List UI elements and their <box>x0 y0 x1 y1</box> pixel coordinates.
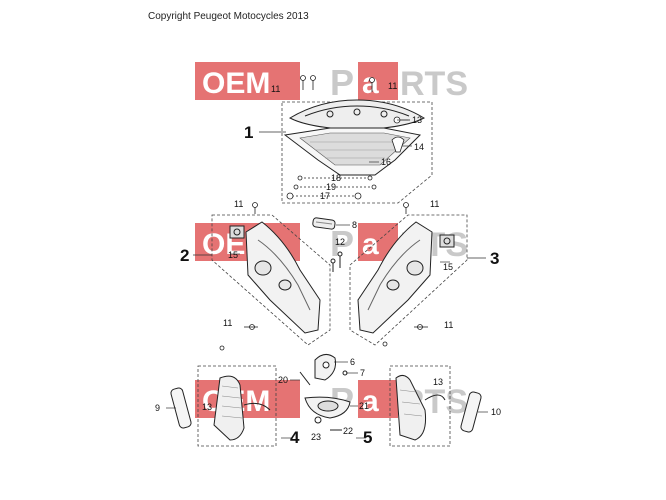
group-2-outline <box>211 214 331 346</box>
group-label-1: 1 <box>244 123 253 142</box>
center-parts <box>312 217 343 272</box>
part-label-12: 12 <box>335 237 345 247</box>
reflectors <box>170 387 482 433</box>
part-label-18: 18 <box>331 173 341 183</box>
svg-text:a: a <box>362 228 379 261</box>
right-turn-signal <box>395 374 446 441</box>
part-label-13a: 13 <box>412 115 422 125</box>
group-label-4: 4 <box>290 428 300 447</box>
part-label-8: 8 <box>352 220 357 230</box>
leader-lines <box>166 119 488 439</box>
part-label-13b: 13 <box>433 377 443 387</box>
group-3-outline <box>349 214 468 346</box>
part-label-20: 20 <box>278 375 288 385</box>
part-label-7: 7 <box>360 368 365 378</box>
part-label-11e: 11 <box>223 318 232 328</box>
left-turn-signal <box>213 375 271 441</box>
svg-text:OEM: OEM <box>202 67 270 100</box>
group-4-outline <box>197 365 277 447</box>
copyright-text: Copyright Peugeot Motocycles 2013 <box>148 11 309 22</box>
group-5-outline <box>389 365 451 447</box>
svg-text:a: a <box>362 67 379 100</box>
part-label-13c: 13 <box>202 402 212 412</box>
part-label-16: 16 <box>381 157 391 167</box>
center-lower-parts <box>299 354 351 431</box>
part-label-14: 14 <box>414 142 424 152</box>
part-label-11b: 11 <box>388 81 397 91</box>
right-headlight <box>357 221 455 334</box>
group-label-3: 3 <box>490 249 499 268</box>
screws-row <box>286 175 377 200</box>
left-headlight <box>229 221 321 334</box>
part-label-11a: 11 <box>271 84 280 94</box>
watermark-top: OEM P a RTS <box>195 62 468 103</box>
group-label-2: 2 <box>180 246 189 265</box>
group-label-5: 5 <box>363 428 372 447</box>
group-outlines <box>197 101 468 447</box>
part-label-17: 17 <box>320 191 330 201</box>
part-label-19: 19 <box>326 182 336 192</box>
part-label-11f: 11 <box>444 320 453 330</box>
group-1-outline <box>281 101 433 204</box>
part-label-15b: 15 <box>443 262 453 272</box>
part-label-11d: 11 <box>430 199 439 209</box>
svg-text:P: P <box>330 223 354 264</box>
svg-text:RTS: RTS <box>400 65 468 103</box>
group-labels: 1 2 3 4 5 <box>180 123 499 447</box>
screws-mid <box>219 202 428 351</box>
svg-text:a: a <box>362 385 379 418</box>
part-label-11c: 11 <box>234 199 243 209</box>
part-label-15a: 15 <box>228 250 238 260</box>
headlight-cover-assembly <box>283 99 426 176</box>
svg-text:P: P <box>330 62 354 103</box>
part-label-23: 23 <box>311 432 321 442</box>
part-label-21: 21 <box>359 401 369 411</box>
part-label-22: 22 <box>343 426 353 436</box>
part-label-10: 10 <box>491 407 501 417</box>
part-labels: 11 11 13 14 16 18 19 17 11 11 8 12 15 15… <box>155 81 501 442</box>
part-label-6: 6 <box>350 357 355 367</box>
part-label-9: 9 <box>155 403 160 413</box>
